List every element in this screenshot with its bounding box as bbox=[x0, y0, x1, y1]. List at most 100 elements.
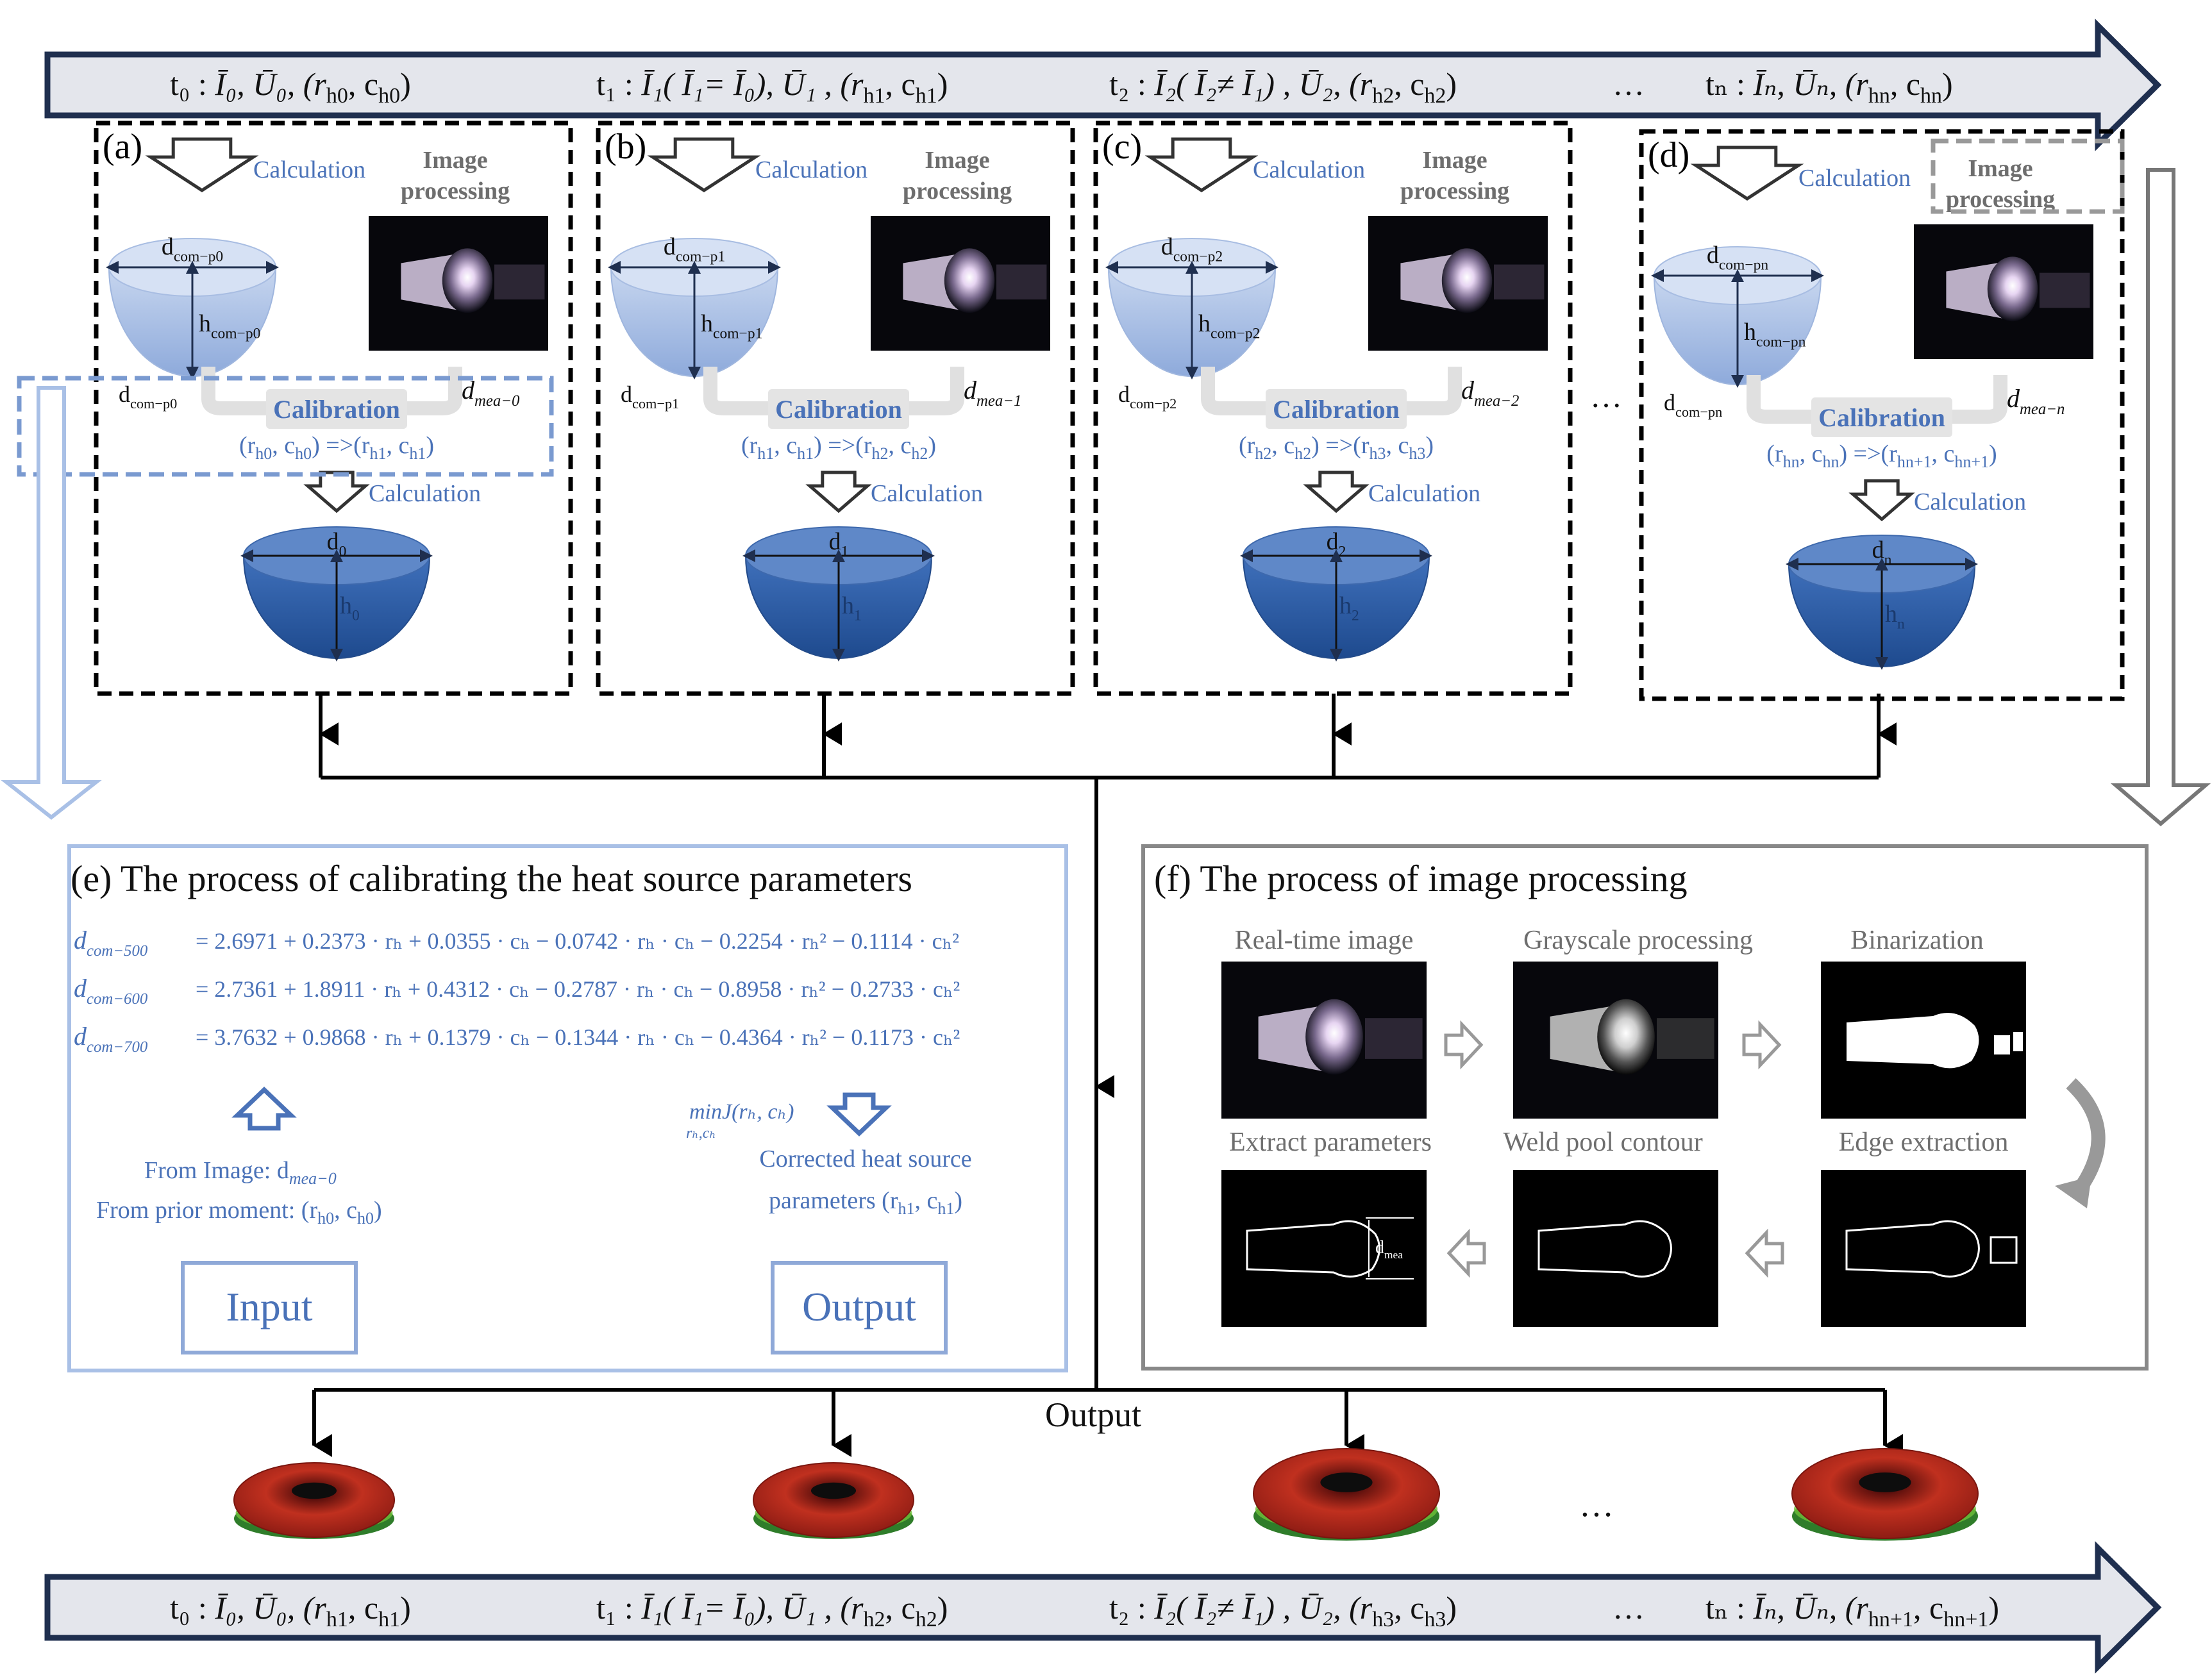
fp4: ) bbox=[374, 1197, 382, 1224]
comma-c: , c bbox=[1394, 66, 1424, 102]
pool-ellipsis: … bbox=[1579, 1485, 1614, 1524]
cp4: ) bbox=[954, 1187, 962, 1214]
image-text: Image bbox=[423, 147, 487, 174]
binary-spot bbox=[1994, 1035, 2010, 1054]
dcom-label-main: d bbox=[1161, 233, 1173, 260]
calculation2-label: Calculation bbox=[871, 480, 983, 507]
calculation2-text: Calculation bbox=[1368, 480, 1480, 507]
ellipsis: … bbox=[1613, 66, 1645, 102]
equation-lhs-2-sub: com−700 bbox=[87, 1038, 148, 1056]
compute-to-calibration-flow bbox=[1747, 375, 1811, 424]
d-label: d2 bbox=[1327, 528, 1346, 560]
u6: , c bbox=[1931, 440, 1954, 467]
close-paren: ) bbox=[1942, 66, 1953, 102]
h-label-main: h bbox=[842, 592, 854, 619]
calculation2-label: Calculation bbox=[1914, 488, 2026, 515]
close-paren: ) bbox=[1446, 66, 1457, 102]
dcom-left-label-sub: com−p1 bbox=[632, 396, 679, 412]
ellipsis: … bbox=[1590, 378, 1622, 414]
sub-c: h2 bbox=[916, 1608, 937, 1631]
arc-tail bbox=[996, 264, 1047, 300]
separator: : bbox=[616, 1590, 641, 1626]
from-prior: From prior moment: (rh0, ch0) bbox=[96, 1197, 382, 1228]
output-label: Output bbox=[1045, 1396, 1141, 1434]
process-label-text: Edge extraction bbox=[1839, 1128, 2009, 1157]
title-text: (f) The process of image processing bbox=[1154, 858, 1688, 899]
d-label-main: d bbox=[327, 528, 339, 555]
comma-c: , c bbox=[1890, 66, 1920, 102]
u6: , c bbox=[888, 432, 911, 459]
output-box bbox=[771, 1261, 948, 1354]
dmea-measure-label-sub: mea bbox=[1384, 1249, 1403, 1261]
u7: h3 bbox=[1409, 444, 1425, 463]
process-photo bbox=[1513, 962, 1718, 1119]
hcom-label-main: h bbox=[199, 310, 211, 337]
from-image: From Image: dmea−0 bbox=[144, 1157, 337, 1188]
state-vars: Ī₀, Ū₀, (r bbox=[214, 1590, 326, 1626]
comma-c: , c bbox=[1913, 1590, 1943, 1626]
flow-arrow-2 bbox=[1742, 1020, 1782, 1070]
process-image-0 bbox=[1221, 962, 1427, 1119]
calibration-text: Calibration bbox=[273, 395, 400, 424]
weld-pool-0 bbox=[233, 1462, 395, 1539]
hcom-label-sub: com−p1 bbox=[713, 326, 762, 342]
hcom-label-main: h bbox=[1198, 310, 1211, 337]
contour-line bbox=[1246, 1220, 1380, 1278]
state-vars: Ī₁( Ī₁= Ī₀), Ū₁ , (r bbox=[641, 66, 864, 102]
process-label-text: Binarization bbox=[1850, 926, 1984, 955]
dcom-left-label-main: d bbox=[621, 381, 632, 407]
pool-top bbox=[233, 1462, 395, 1538]
process-label-4: Weld pool contour bbox=[1503, 1128, 1703, 1157]
calculation2-arrow bbox=[303, 471, 370, 513]
calibration-label: Calibration bbox=[775, 395, 902, 424]
comma-c: , c bbox=[1394, 1590, 1424, 1626]
process-label-2: Binarization bbox=[1850, 926, 1984, 955]
parameter-update: (rh2, ch2) =>(rh3, ch3) bbox=[1239, 432, 1434, 463]
dmea-label: dmea−0 bbox=[462, 376, 520, 410]
d-label-main: d bbox=[829, 528, 841, 555]
pool-top bbox=[753, 1462, 914, 1538]
cp2: , c bbox=[914, 1187, 937, 1214]
h-label-sub: 1 bbox=[854, 608, 862, 624]
time-label: tₙ bbox=[1705, 1590, 1729, 1626]
panel-border bbox=[1639, 129, 2125, 701]
fp0: From prior moment: (r bbox=[96, 1197, 317, 1224]
calculation2-text: Calculation bbox=[871, 480, 983, 507]
image-to-calibration-flow bbox=[1952, 375, 2007, 424]
h-label: h1 bbox=[842, 592, 862, 624]
dmea-label-main: d bbox=[1461, 376, 1475, 404]
arc-tail bbox=[494, 264, 545, 300]
calculation2-text: Calculation bbox=[369, 480, 481, 507]
dcom-left-label-sub: com−pn bbox=[1675, 404, 1722, 420]
u1: h1 bbox=[757, 444, 774, 463]
process-image-2 bbox=[1821, 962, 2026, 1119]
close-paren: ) bbox=[400, 66, 411, 102]
equation-lhs-0: dcom−500 bbox=[74, 926, 148, 960]
calibration-label: Calibration bbox=[1818, 403, 1945, 432]
h-label: h2 bbox=[1339, 592, 1359, 624]
image-processing-highlight-box bbox=[1931, 138, 2125, 214]
dcom-label-sub: com−p1 bbox=[676, 249, 725, 265]
image-label-line1: Image bbox=[423, 147, 487, 174]
dmea-label-sub: mea−0 bbox=[474, 392, 520, 410]
u7: hn+1 bbox=[1954, 453, 1989, 471]
dcom-left-label-main: d bbox=[1664, 390, 1675, 415]
d-label-main: d bbox=[1872, 537, 1884, 563]
binary-spot-2 bbox=[2013, 1032, 2023, 1051]
minj-sub-text: rₕ,cₕ bbox=[686, 1125, 716, 1142]
section-e-calibration: (e) The process of calibrating the heat … bbox=[67, 844, 1068, 1372]
section-f-image-processing: (f) The process of image processingReal-… bbox=[1141, 844, 2149, 1371]
equation-lhs-0-sub: com−500 bbox=[87, 942, 148, 960]
state-vars: Ī₂( Ī₂≠ Ī₁) , Ū₂, (r bbox=[1153, 66, 1372, 102]
process-label-text: Weld pool contour bbox=[1503, 1128, 1703, 1157]
output-down-arrow bbox=[826, 1092, 892, 1137]
process-image-4 bbox=[1513, 1170, 1718, 1327]
corrected-line1: Corrected heat source bbox=[759, 1146, 971, 1172]
u8: ) bbox=[1425, 432, 1434, 459]
binary-blob bbox=[1847, 1013, 1979, 1069]
calibration-box bbox=[1811, 397, 1952, 437]
u6: , c bbox=[386, 432, 409, 459]
calculation-arrow bbox=[647, 137, 761, 192]
image-label-line1: Image bbox=[1422, 147, 1487, 174]
